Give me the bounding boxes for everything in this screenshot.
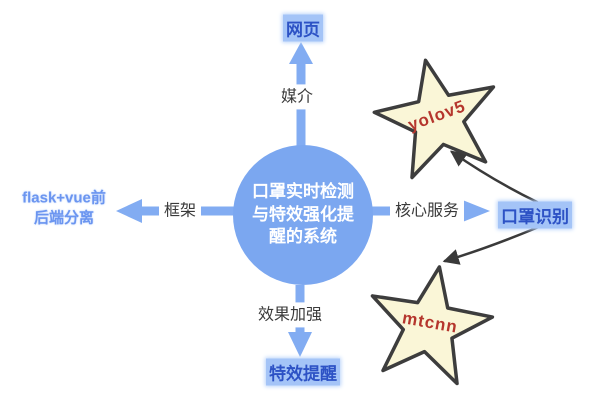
node-effect-reminder[interactable]: 特效提醒: [266, 358, 340, 386]
node-flask-vue[interactable]: flask+vue前 后端分离: [22, 189, 106, 228]
node-flask-vue-line1: flask+vue前: [22, 189, 106, 207]
connector-to-yolov5-star: [450, 150, 539, 204]
star-shape-mtcnn[interactable]: [360, 256, 499, 387]
central-topic-title: 口罩实时检测与特效强化提醒的系统: [252, 181, 354, 247]
star-shape-yolov5[interactable]: [366, 48, 508, 183]
edge-label-effect-enhance[interactable]: 效果加强: [252, 302, 328, 328]
node-webpage[interactable]: 网页: [283, 14, 323, 42]
central-topic-node[interactable]: 口罩实时检测与特效强化提醒的系统: [233, 145, 373, 285]
edge-label-medium[interactable]: 媒介: [275, 84, 319, 110]
edge-label-framework[interactable]: 框架: [158, 198, 202, 224]
node-mask-recognition[interactable]: 口罩识别: [498, 201, 572, 229]
edge-label-core-service[interactable]: 核心服务: [389, 198, 465, 224]
node-flask-vue-line2: 后端分离: [33, 209, 95, 226]
